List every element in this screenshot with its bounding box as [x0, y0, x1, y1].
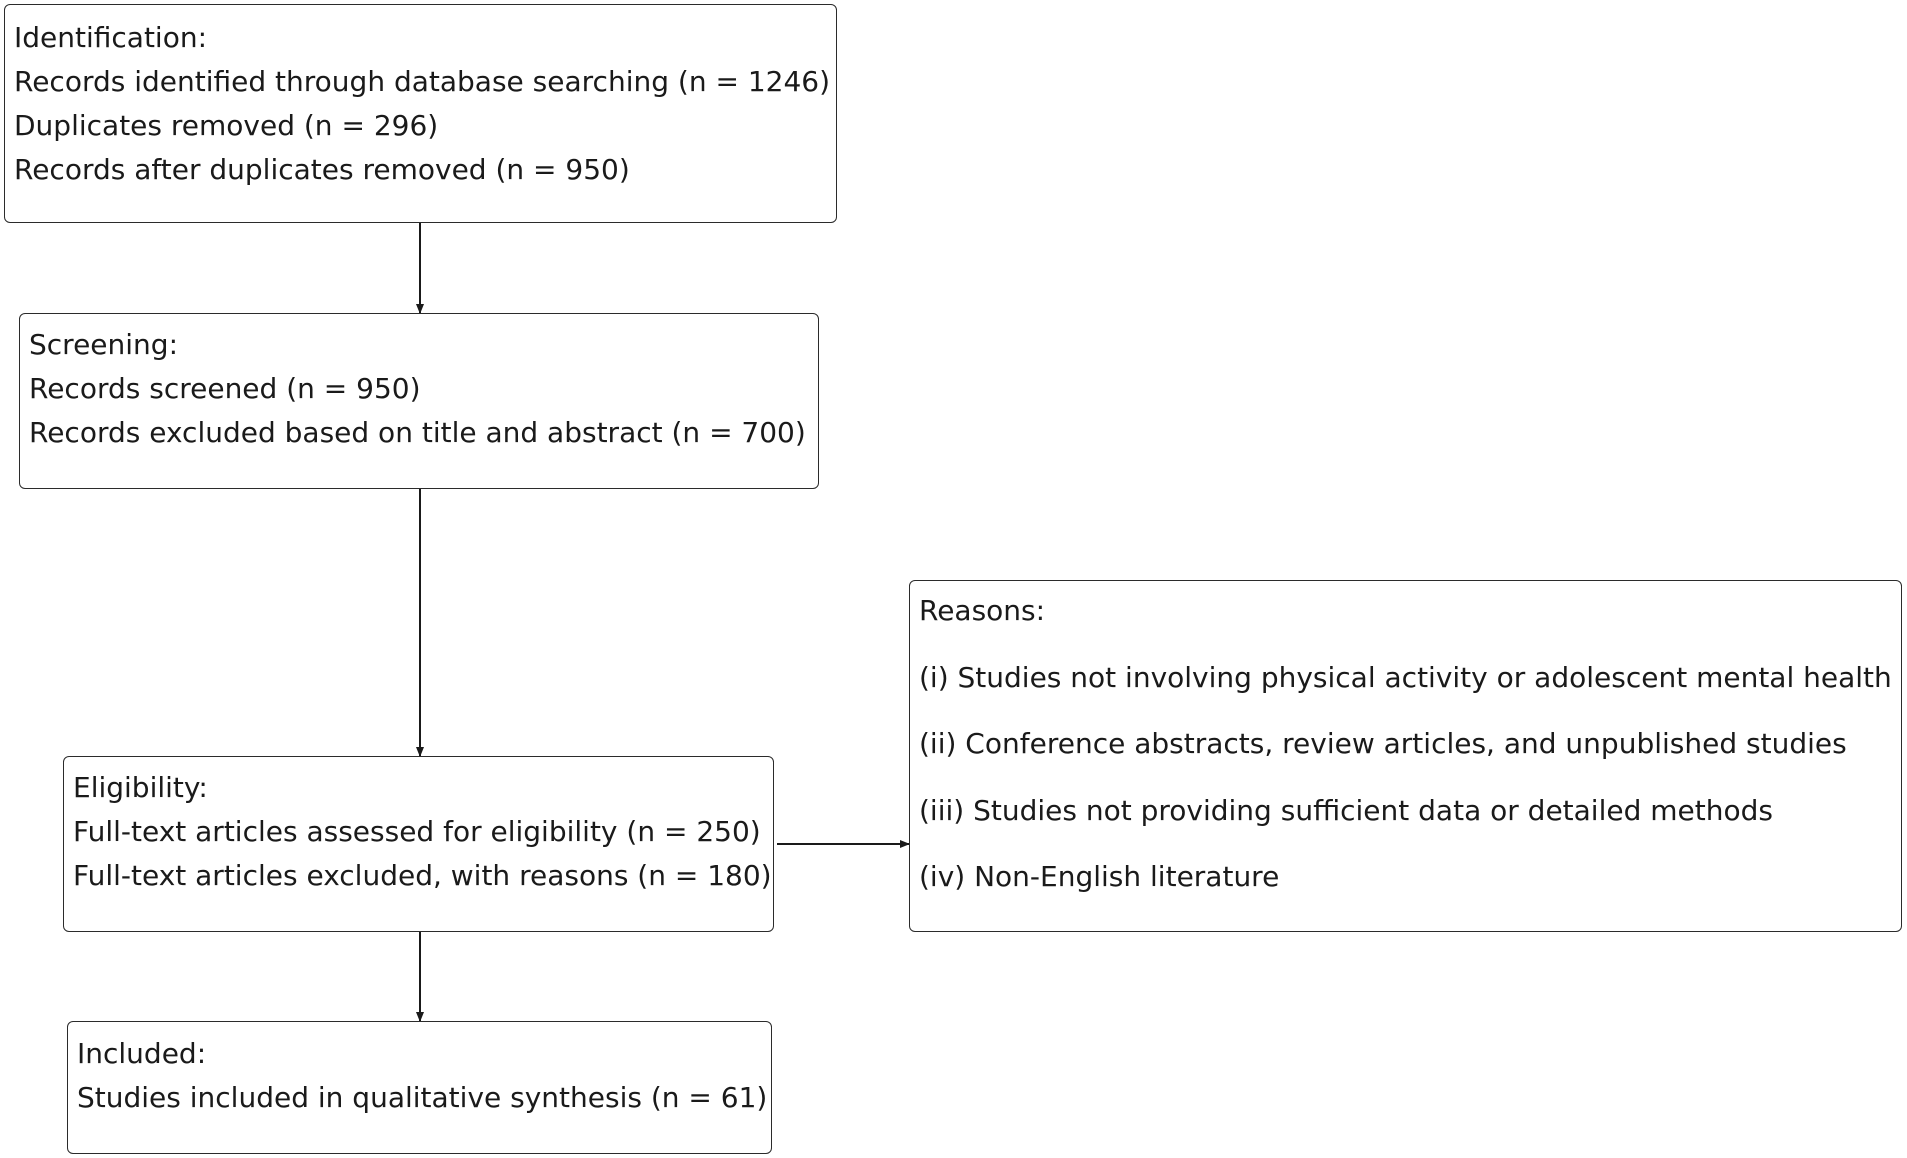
included-heading: Included: [77, 1037, 207, 1070]
reasons-box: Reasons: (i) Studies not involving physi… [909, 580, 1902, 932]
reason-item: (i) Studies not involving physical activ… [919, 661, 1892, 694]
included-studies: Studies included in qualitative synthesi… [77, 1081, 768, 1114]
eligibility-box: Eligibility: Full-text articles assessed… [63, 756, 774, 932]
reasons-heading: Reasons: [919, 594, 1046, 627]
reason-item: (iii) Studies not providing sufficient d… [919, 794, 1773, 827]
screening-records-screened: Records screened (n = 950) [29, 372, 421, 405]
screening-records-excluded: Records excluded based on title and abst… [29, 416, 806, 449]
reason-item: (ii) Conference abstracts, review articl… [919, 727, 1847, 760]
identification-records-identified: Records identified through database sear… [14, 65, 831, 98]
screening-heading: Screening: [29, 328, 178, 361]
screening-box: Screening: Records screened (n = 950) Re… [19, 313, 819, 489]
eligibility-heading: Eligibility: [73, 771, 208, 804]
eligibility-assessed: Full-text articles assessed for eligibil… [73, 815, 761, 848]
included-box: Included: Studies included in qualitativ… [67, 1021, 772, 1154]
eligibility-excluded: Full-text articles excluded, with reason… [73, 859, 772, 892]
identification-duplicates-removed: Duplicates removed (n = 296) [14, 109, 439, 142]
identification-box: Identification: Records identified throu… [4, 4, 837, 223]
reason-item: (iv) Non-English literature [919, 860, 1280, 893]
identification-records-after-duplicates: Records after duplicates removed (n = 95… [14, 153, 630, 186]
identification-heading: Identification: [14, 21, 208, 54]
